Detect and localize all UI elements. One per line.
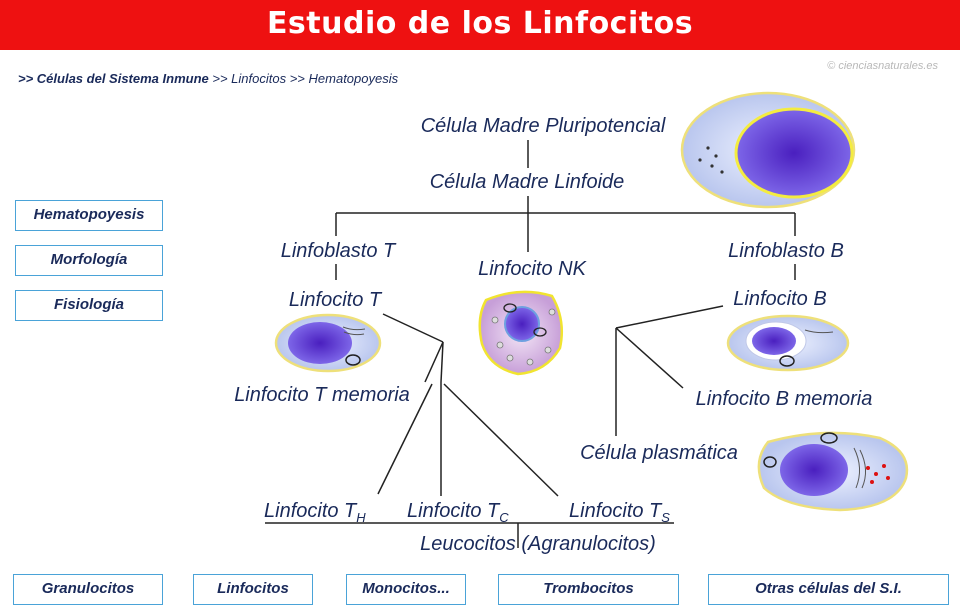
otras-celulas-button[interactable]: Otras células del S.I. — [708, 574, 949, 605]
label-linfocito-ts: Linfocito TS — [569, 500, 670, 525]
monocitos-button[interactable]: Monocitos... — [346, 574, 466, 605]
t-lymphocyte-image — [274, 313, 382, 373]
breadcrumb-hematopoyesis: >> Hematopoyesis — [289, 71, 399, 86]
hematopoyesis-button[interactable]: Hematopoyesis — [15, 200, 163, 231]
nk-cell-image — [478, 290, 563, 376]
breadcrumb-linfocitos[interactable]: >> Linfocitos — [212, 71, 287, 86]
breadcrumb-celulas-sistema-inmune[interactable]: >> Células del Sistema Inmune — [18, 71, 209, 86]
label-linfocito-t: Linfocito T — [289, 289, 383, 311]
b-lymphocyte-image — [726, 314, 850, 372]
trombocitos-button[interactable]: Trombocitos — [498, 574, 679, 605]
label-linfocito-tc: Linfocito TC — [407, 500, 509, 525]
label-linfocito-b-memoria: Linfocito B memoria — [696, 388, 873, 410]
fisiologia-button[interactable]: Fisiología — [15, 290, 163, 321]
morfologia-button[interactable]: Morfología — [15, 245, 163, 276]
label-celula-madre-linfoide: Célula Madre Linfoide — [430, 171, 625, 193]
linfocitos-button[interactable]: Linfocitos — [193, 574, 313, 605]
label-linfocito-nk: Linfocito NK — [478, 258, 587, 280]
copyright-notice: © cienciasnaturales.es — [827, 60, 938, 72]
granulocitos-button[interactable]: Granulocitos — [13, 574, 163, 605]
plasma-cell-image — [757, 431, 909, 512]
stem-cell-image — [680, 91, 856, 209]
label-linfoblasto-b: Linfoblasto B — [728, 240, 844, 262]
label-linfocito-th: Linfocito TH — [264, 500, 366, 525]
label-linfocito-b: Linfocito B — [733, 288, 826, 310]
diagram-connectors — [265, 140, 796, 548]
page-title: Estudio de los Linfocitos — [266, 6, 694, 41]
header-bar: Estudio de los Linfocitos — [0, 0, 960, 50]
label-linfocito-t-memoria: Linfocito T memoria — [234, 384, 410, 406]
label-leucocitos-agranulocitos: Leucocitos (Agranulocitos) — [420, 533, 656, 555]
breadcrumb: >> Células del Sistema Inmune >> Linfoci… — [18, 71, 398, 86]
label-celula-madre-pluripotencial: Célula Madre Pluripotencial — [421, 115, 666, 137]
label-celula-plasmatica: Célula plasmática — [580, 442, 738, 464]
label-linfoblasto-t: Linfoblasto T — [281, 240, 397, 262]
